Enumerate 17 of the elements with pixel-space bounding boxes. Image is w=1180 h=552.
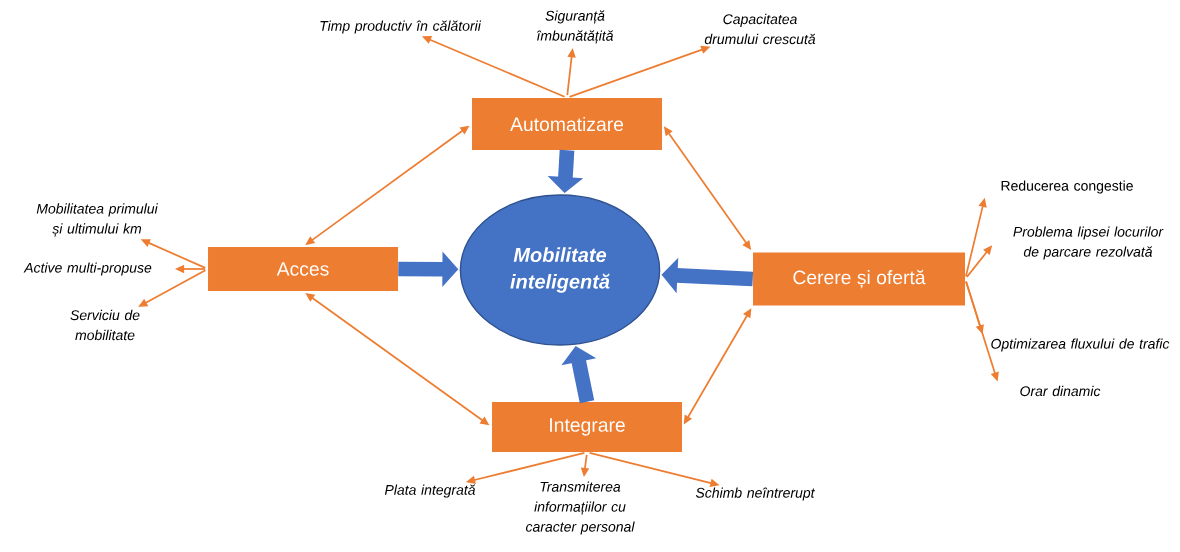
benefit-label: Capacitatea drumului crescută xyxy=(704,13,816,45)
benefit-label: Schimb neîntrerupt xyxy=(695,487,815,501)
benefit-label: Orar dinamic xyxy=(1020,385,1101,397)
benefit-label: Active multi-propuse xyxy=(23,262,152,276)
benefit-label: Optimizarea fluxului de trafic xyxy=(991,338,1170,352)
category-box: Cerere și ofertă xyxy=(753,252,965,306)
category-box: Acces xyxy=(208,247,398,291)
benefit-label: Transmiterea informațiilor cu caracter personal xyxy=(526,481,635,535)
category-box: Integrare xyxy=(492,402,682,452)
benefit-label: Siguranță îmbunătățită xyxy=(536,10,614,44)
benefit-label: Plata integrată xyxy=(384,484,476,498)
benefit-label: Mobilitatea primului și ultimului km xyxy=(36,203,158,237)
benefit-label: Timp productiv în călătorii xyxy=(320,20,482,34)
benefit-label: Problema lipsei locurilor de parcare rezolvată xyxy=(1013,226,1164,260)
category-box: Automatizare xyxy=(472,98,662,150)
benefit-label: Serviciu de mobilitate xyxy=(70,309,140,341)
benefit-label: Reducerea congestie xyxy=(1001,180,1133,194)
